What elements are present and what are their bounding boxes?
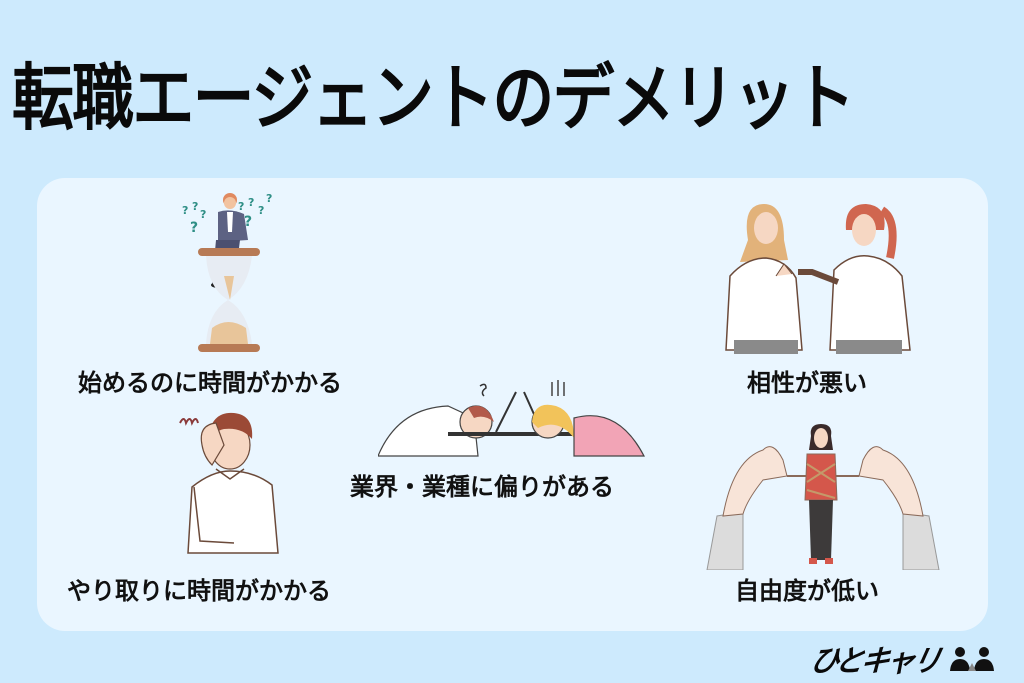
svg-text:?: ?: [244, 214, 252, 230]
brand-logo[interactable]: ひとキャリ: [807, 640, 998, 679]
item-label-slow-communication: やり取りに時間がかかる: [67, 577, 331, 605]
item-label-industry-bias: 業界・業種に偏りがある: [350, 473, 614, 501]
svg-text:?: ?: [266, 192, 272, 205]
svg-text:?: ?: [248, 196, 254, 209]
svg-text:?: ?: [238, 200, 244, 213]
page-title: 転職エージェントのデメリット: [12, 56, 855, 140]
arguing-women-icon: [725, 204, 911, 354]
brand-logo-text: ひとキャリ: [806, 644, 942, 679]
item-label-slow-start: 始めるのに時間がかかる: [78, 369, 342, 397]
svg-text:?: ?: [258, 204, 264, 217]
svg-text:?: ?: [200, 208, 206, 221]
people-icon: [950, 647, 995, 671]
tired-workers-laptop-icon: [378, 380, 645, 457]
hourglass-confused-man-icon: ??? ??? ???: [182, 192, 272, 352]
item-label-poor-compatibility: 相性が悪い: [747, 369, 867, 397]
svg-text:?: ?: [182, 204, 188, 217]
tied-puppet-woman-icon: [706, 424, 940, 570]
headache-man-icon: [179, 412, 279, 554]
item-label-low-freedom: 自由度が低い: [735, 577, 879, 605]
svg-text:?: ?: [190, 220, 198, 236]
svg-text:?: ?: [192, 200, 198, 213]
